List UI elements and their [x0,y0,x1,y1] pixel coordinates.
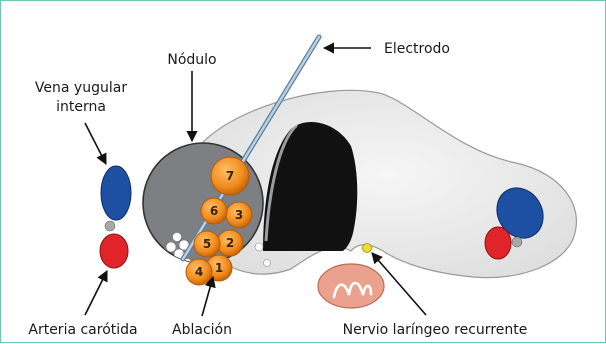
ablation-zone-6: 6 [201,198,227,224]
ablation-zone-5: 5 [194,231,220,257]
ablation-zone-7: 7 [211,157,249,195]
svg-text:6: 6 [210,204,218,218]
label-carotid: Arteria carótida [28,322,137,338]
carotid-artery-left [100,234,128,268]
ablation-zone-4: 4 [186,259,212,285]
label-recurrent-nerve: Nervio laríngeo recurrente [343,322,528,338]
jugular-vein-left [101,166,131,220]
svg-text:7: 7 [226,169,234,183]
svg-text:4: 4 [195,265,203,279]
label-nodule: Nódulo [167,52,216,68]
label-ablation: Ablación [172,322,232,338]
label-jugular-line1: Vena yugular [35,80,127,96]
recurrent-laryngeal-nerve [363,244,372,253]
label-electrode: Electrodo [384,41,450,57]
svg-text:3: 3 [235,208,243,222]
svg-text:2: 2 [226,236,234,250]
ablation-zone-3: 3 [226,202,252,228]
svg-text:5: 5 [203,237,211,251]
ablation-zone-2: 2 [217,230,243,256]
svg-text:1: 1 [215,261,223,275]
label-jugular-line2: interna [56,99,106,115]
carotid-artery-right [485,227,511,259]
